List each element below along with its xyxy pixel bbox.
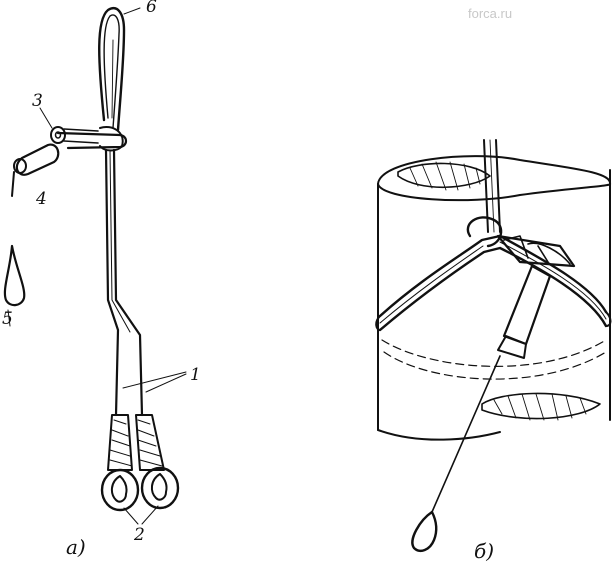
- caption-a: а): [66, 535, 86, 559]
- clamp-body: [496, 234, 576, 268]
- leader-2a: [123, 507, 139, 525]
- leader-3: [39, 107, 53, 129]
- figure-b: [375, 139, 612, 552]
- label-6: 6: [146, 0, 157, 17]
- clamp-lever: [502, 264, 552, 346]
- leader-1b: [145, 373, 187, 393]
- caption-b: б): [474, 539, 494, 563]
- hanging-wire: [431, 355, 501, 513]
- hanging-loop: [411, 510, 438, 552]
- thimble-left: [100, 468, 140, 512]
- watermark: forca.ru: [468, 6, 513, 21]
- leader-6: [123, 7, 141, 15]
- main-rope: [104, 148, 120, 417]
- label-5: 5: [2, 309, 13, 329]
- leader-5: [7, 309, 11, 327]
- leader-1a: [122, 371, 187, 389]
- label-1: 1: [190, 365, 201, 385]
- hook-loop: [466, 216, 503, 248]
- label-4: 4: [35, 189, 47, 209]
- sleeve-left: [107, 414, 133, 471]
- clamp-pin: [50, 126, 66, 144]
- lever: [15, 143, 60, 176]
- thimble-right: [140, 466, 180, 510]
- label-2: 2: [133, 525, 145, 545]
- figure-a: [3, 7, 187, 525]
- sleeve-right: [135, 414, 165, 471]
- label-3: 3: [32, 91, 43, 111]
- small-loop: [3, 244, 26, 307]
- pipe: [377, 169, 611, 431]
- top-loop: [98, 7, 126, 132]
- rope-band: [378, 234, 608, 318]
- leader-2b: [141, 505, 159, 525]
